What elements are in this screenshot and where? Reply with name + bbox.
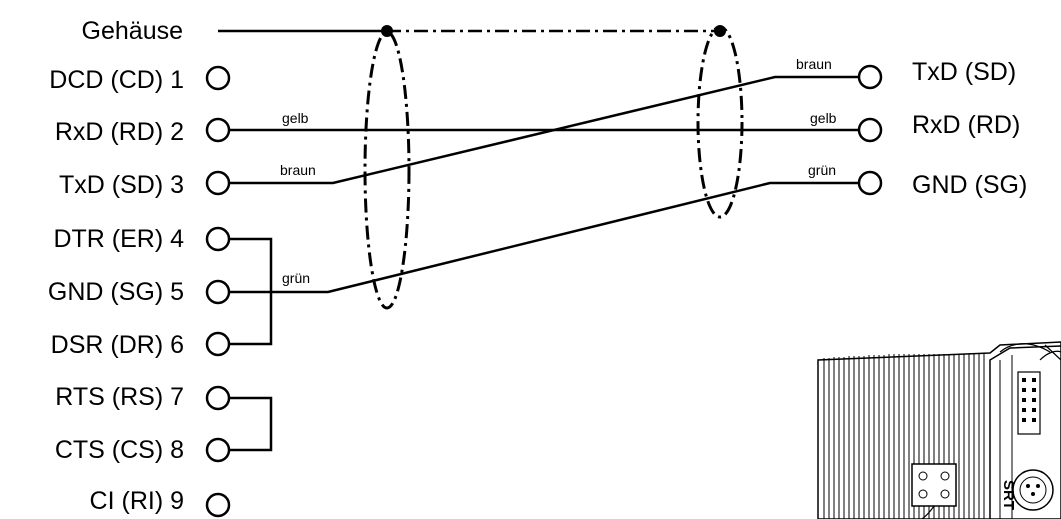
pin-9 [205,492,231,518]
pin-label-5: GND (SG) 5 [48,278,184,306]
cable-shield-left [363,30,411,310]
pin-5 [205,279,231,305]
right-pin-label-rxd: RxD (RD) [912,111,1020,139]
pin-4 [205,226,231,252]
wire-label-gnd-right: grün [808,162,836,178]
housing-label: Gehäuse [82,17,183,45]
cable-shield-right [696,25,744,219]
pin-6 [205,331,231,357]
pin-7 [205,385,231,411]
pin-label-2: RxD (RD) 2 [55,118,184,146]
right-pin-label-gnd: GND (SG) [912,171,1027,199]
wire-label-rxd-right: gelb [810,110,837,126]
pin-label-4: DTR (ER) 4 [53,225,184,253]
wire-label-gnd-left: grün [282,270,310,286]
wire-gnd [230,181,858,294]
pin-8 [205,437,231,463]
right-pin-rxd [857,117,883,143]
pin-label-1: DCD (CD) 1 [49,66,184,94]
wire-txd [230,75,858,185]
device-illustration: SRT [817,341,1061,519]
pin-3 [205,170,231,196]
wire-label-rxd-left: gelb [282,110,309,126]
right-pin-txd [857,64,883,90]
bridge-dtr-dsr [230,237,273,346]
pin-label-8: CTS (CS) 8 [55,436,184,464]
device-label: SRT [1000,480,1017,510]
pin-1 [205,65,231,91]
wire-label-txd-right: braun [796,56,832,72]
right-pin-label-txd: TxD (SD) [912,58,1016,86]
bridge-rts-cts [230,396,273,452]
pin-label-7: RTS (RS) 7 [55,383,184,411]
pin-2 [205,117,231,143]
pin-label-9: CI (RI) 9 [90,487,184,515]
pin-label-3: TxD (SD) 3 [59,171,184,199]
pin-label-6: DSR (DR) 6 [51,331,184,359]
wire-label-txd-left: braun [280,162,316,178]
right-pin-gnd [857,170,883,196]
